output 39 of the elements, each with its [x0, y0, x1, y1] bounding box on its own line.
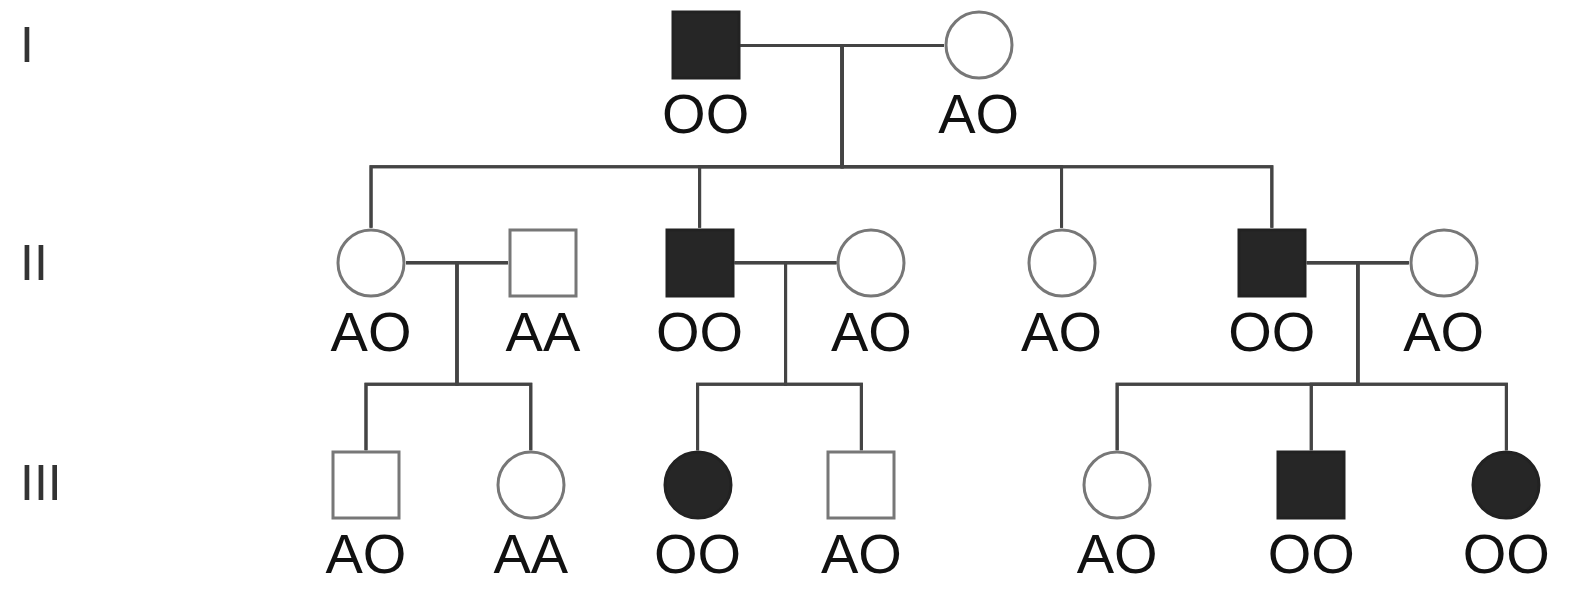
genotype-label: AO [937, 86, 1021, 143]
genotype-label: AO [324, 526, 408, 583]
female-symbol [1082, 450, 1153, 521]
female-symbol [1408, 227, 1479, 298]
pedigree-line [784, 261, 863, 451]
pedigree-line [840, 44, 1274, 228]
affected-female-symbol [1471, 450, 1542, 521]
female-symbol [495, 450, 566, 521]
affected-female-symbol [662, 450, 733, 521]
generation-label: II [20, 238, 48, 288]
genotype-label: OO [1227, 303, 1317, 360]
genotype-label: AO [819, 526, 903, 583]
genotype-label: OO [655, 303, 745, 360]
genotype-label: AA [504, 303, 582, 360]
female-symbol [1026, 227, 1097, 298]
genotype-label: AO [329, 303, 413, 360]
female-symbol [836, 227, 907, 298]
genotype-label: OO [1266, 526, 1356, 583]
affected-male-symbol [1276, 450, 1347, 521]
genotype-label: OO [1461, 526, 1551, 583]
affected-male-symbol [664, 227, 735, 298]
pedigree-line [455, 261, 533, 451]
male-symbol [826, 450, 897, 521]
genotype-label: AO [1402, 303, 1486, 360]
generation-label: I [20, 20, 34, 70]
female-symbol [943, 10, 1014, 81]
male-symbol [507, 227, 578, 298]
generation-label: III [20, 458, 62, 508]
genotype-label: AO [830, 303, 913, 360]
genotype-label: OO [653, 526, 743, 583]
affected-male-symbol [670, 10, 741, 81]
male-symbol [330, 450, 401, 521]
female-symbol [336, 227, 407, 298]
affected-male-symbol [1236, 227, 1307, 298]
genotype-label: AO [1020, 303, 1103, 360]
genotype-label: AA [492, 526, 570, 583]
pedigree-line [1356, 261, 1508, 451]
genotype-label: OO [661, 86, 751, 143]
genotype-label: AO [1075, 526, 1159, 583]
